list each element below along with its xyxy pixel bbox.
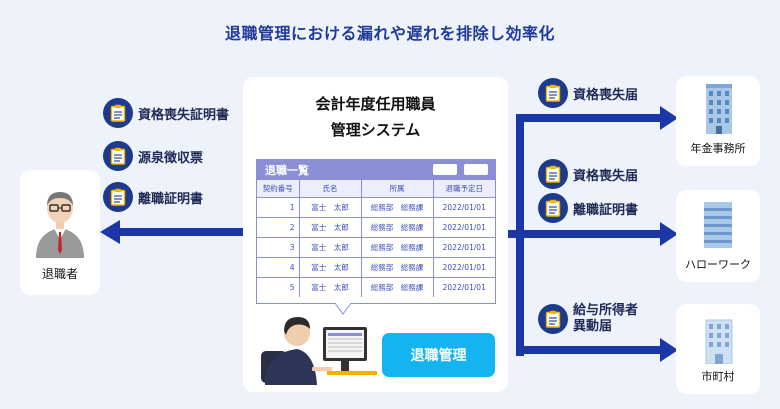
column-header: 所属 [361,180,434,198]
table-header-row: 契約番号 氏名 所属 退職予定日 [257,180,495,198]
hellowork-doc-label: 資格喪失届 [573,168,639,184]
retiree-avatar-icon [36,192,84,258]
document-icon [103,182,133,212]
outgoing-doc-label: 源泉徴収票 [138,150,204,166]
document-icon [538,193,568,223]
retirement-table: 契約番号 氏名 所属 退職予定日 1 富士 太郎 総務部 総務課 2022/01… [257,180,495,297]
branch-arrow-line-pension [516,114,662,122]
system-title: 会計年度任用職員 管理システム [243,91,508,143]
hellowork-arrowhead-icon [660,222,678,246]
list-pointer-icon [335,303,351,315]
outgoing-doc-1: 資格喪失証明書 [103,98,229,128]
city-doc-label-line2: 異動届 [573,319,613,334]
pension-doc-label: 資格喪失届 [573,87,639,103]
building-icon [704,202,732,248]
cell-dept: 総務部 総務課 [361,257,434,278]
column-header: 退職予定日 [433,180,495,198]
outgoing-doc-label: 資格喪失証明書 [138,107,230,123]
system-title-line2: 管理システム [330,121,421,139]
list-header-button-1[interactable] [433,164,457,175]
city-doc-1: 給与所得者 異動届 [538,303,638,335]
system-title-line1: 会計年度任用職員 [315,95,436,113]
table-row[interactable]: 4 富士 太郎 総務部 総務課 2022/01/01 [257,257,495,278]
cell-name: 富士 太郎 [299,217,362,238]
table-row[interactable]: 1 富士 太郎 総務部 総務課 2022/01/01 [257,197,495,218]
cell-dept: 総務部 総務課 [361,277,434,297]
list-title: 退職一覧 [265,164,309,177]
left-arrow-line [118,228,244,236]
hellowork-card: ハローワーク [676,190,760,282]
document-icon [103,141,133,171]
left-arrowhead-icon [100,220,120,244]
cell-no: 1 [257,197,300,218]
table-row[interactable]: 2 富士 太郎 総務部 総務課 2022/01/01 [257,217,495,238]
building-icon [706,84,732,134]
cell-date: 2022/01/01 [442,282,486,292]
office-worker-icon [261,317,377,385]
cell-dept: 総務部 総務課 [361,217,434,238]
system-card: 会計年度任用職員 管理システム 退職一覧 契約番号 氏名 所属 退職予定日 1 … [243,77,508,392]
list-header-button-2[interactable] [464,164,488,175]
cell-no: 4 [257,257,300,278]
branch-arrow-line-city [516,346,662,354]
retirement-list-panel: 退職一覧 契約番号 氏名 所属 退職予定日 1 富士 太郎 総務部 総務課 20… [256,159,496,304]
list-header: 退職一覧 [257,160,495,180]
branch-arrow-line-hellowork [516,230,662,238]
retirement-manage-button[interactable]: 退職管理 [382,333,495,377]
pension-doc-1: 資格喪失届 [538,78,638,108]
cell-date: 2022/01/01 [433,237,495,258]
city-office-card: 市町村 [676,304,760,394]
cell-name: 富士 太郎 [299,257,362,278]
cell-no: 5 [257,277,300,297]
headline: 退職管理における漏れや遅れを排除し効率化 [224,24,555,43]
outgoing-doc-3: 離職証明書 [103,182,203,212]
hellowork-doc-1: 資格喪失届 [538,159,638,189]
retiree-card: 退職者 [20,170,100,295]
document-icon [538,159,568,189]
building-icon [705,319,733,364]
branch-connector-line [508,230,520,238]
cell-dept: 総務部 総務課 [361,197,434,218]
city-office-label: 市町村 [701,370,735,383]
document-icon [103,98,133,128]
cell-date: 2022/01/01 [433,197,495,218]
cell-name: 富士 太郎 [299,277,362,297]
document-icon [538,78,568,108]
cell-name: 富士 太郎 [299,197,362,218]
outgoing-doc-label: 離職証明書 [138,191,204,207]
table-row[interactable]: 3 富士 太郎 総務部 総務課 2022/01/01 [257,237,495,258]
cell-no: 2 [257,217,300,238]
hellowork-label: ハローワーク [685,258,751,271]
pension-office-label: 年金事務所 [690,142,746,155]
document-icon [538,304,568,334]
pension-office-card: 年金事務所 [676,76,760,166]
retiree-label: 退職者 [41,267,78,281]
cell-name: 富士 太郎 [299,237,362,258]
city-doc-label: 給与所得者 異動届 [573,303,638,335]
pension-arrowhead-icon [660,106,678,130]
hellowork-doc-label: 離職証明書 [573,202,639,218]
outgoing-doc-2: 源泉徴収票 [103,141,203,171]
column-header: 氏名 [299,180,362,198]
cell-no: 3 [257,237,300,258]
city-arrowhead-icon [660,338,678,362]
cell-date: 2022/01/01 [433,217,495,238]
cell-date: 2022/01/01 [433,257,495,278]
hellowork-doc-2: 離職証明書 [538,193,638,223]
column-header: 契約番号 [257,180,300,198]
cell-dept: 総務部 総務課 [361,237,434,258]
city-doc-label-line1: 給与所得者 [573,303,639,318]
table-row[interactable]: 5 富士 太郎 総務部 総務課 2022/01/01 [257,277,495,297]
